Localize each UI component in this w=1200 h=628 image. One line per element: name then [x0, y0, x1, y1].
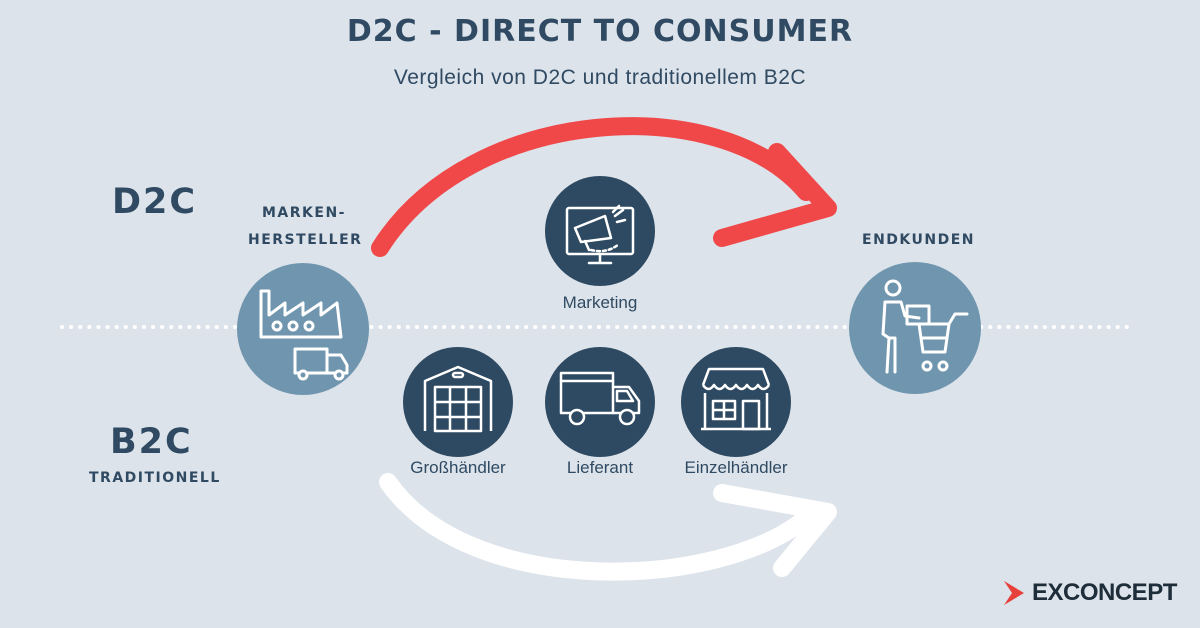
customer-node [849, 262, 981, 394]
row-sublabel-traditionell: TRADITIONELL [89, 470, 221, 486]
page-subtitle: Vergleich von D2C und traditionellem B2C [393, 66, 807, 89]
supplier-node [545, 347, 655, 457]
wholesaler-label: Großhändler [410, 458, 506, 477]
marketing-label: Marketing [562, 293, 638, 312]
manufacturer-node [237, 263, 369, 395]
customer-label: ENDKUNDEN [862, 232, 975, 248]
wholesaler-node [403, 347, 513, 457]
manufacturer-label-line1: MARKEN- [262, 205, 346, 221]
marketing-node [545, 176, 655, 286]
exconcept-logo-text: EXCONCEPT [1032, 579, 1177, 606]
retailer-node [681, 347, 791, 457]
row-label-d2c: D2C [112, 182, 198, 222]
manufacturer-label-line2: HERSTELLER [248, 232, 363, 248]
megaphone-monitor-icon [565, 204, 635, 265]
shopper-cart-icon [881, 279, 969, 374]
retailer-label: Einzelhändler [684, 458, 788, 477]
factory-truck-icon [259, 289, 349, 381]
row-label-b2c: B2C [110, 422, 193, 462]
warehouse-icon [423, 365, 493, 433]
page-title: D2C - DIRECT TO CONSUMER [346, 14, 854, 49]
exconcept-logo-mark [1004, 581, 1024, 605]
storefront-icon [701, 367, 771, 431]
supplier-label: Lieferant [566, 458, 634, 477]
delivery-truck-icon [559, 371, 641, 426]
